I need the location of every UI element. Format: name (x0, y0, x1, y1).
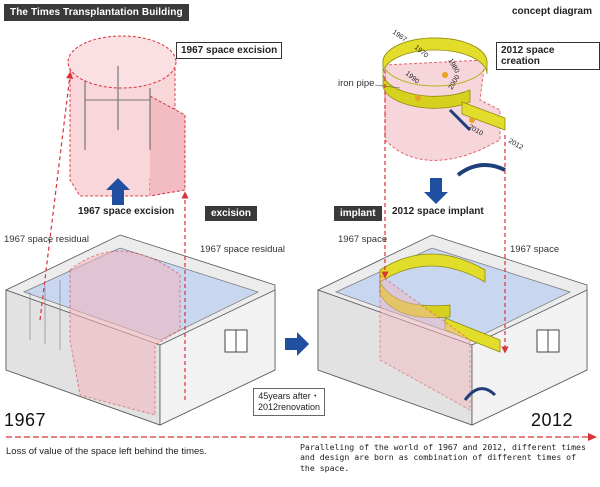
space-left-label: 1967 space (338, 234, 388, 245)
timeline-note-line1: 45years after・ (258, 391, 320, 401)
building-before (5, 234, 276, 426)
implant-tag: implant (334, 206, 382, 221)
residual-right-label: 1967 space residual (200, 244, 286, 255)
residual-left-label: 1967 space residual (4, 234, 90, 245)
space-right-label: 1967 space (510, 244, 560, 255)
implant-center-label: 2012 space implant (392, 206, 484, 217)
pipe-year: 2012 (507, 138, 524, 152)
iron-pipe-label: iron pipe (338, 78, 375, 89)
timeline-note: 45years after・ 2012renovation (253, 388, 326, 416)
down-arrow-icon (424, 178, 448, 204)
building-after (317, 234, 588, 426)
pipe-year: 1967 (391, 29, 408, 44)
created-volume (374, 37, 506, 177)
red-dashed-arrows (39, 70, 509, 400)
up-arrow-icon (106, 178, 130, 205)
caption-right: Paralleling of the world of 1967 and 201… (300, 442, 586, 473)
excision-box-label: 1967 space excision (176, 42, 283, 59)
timeline-start-year: 1967 (4, 410, 47, 430)
excised-volume (67, 35, 186, 197)
page-title: The Times Transplantation Building (4, 4, 189, 21)
timeline-end-year: 2012 (531, 410, 574, 430)
excision-tag: excision (205, 206, 258, 221)
caption-left: Loss of value of the space left behind t… (6, 446, 207, 457)
excision-center-label: 1967 space excision (78, 206, 175, 217)
right-arrow-icon (285, 332, 309, 356)
timeline (6, 433, 597, 441)
blue-arrows (106, 178, 448, 356)
creation-box-label: 2012 space creation (496, 42, 600, 70)
page-subtitle: concept diagram (511, 6, 592, 17)
timeline-note-line2: 2012renovation (258, 401, 321, 412)
